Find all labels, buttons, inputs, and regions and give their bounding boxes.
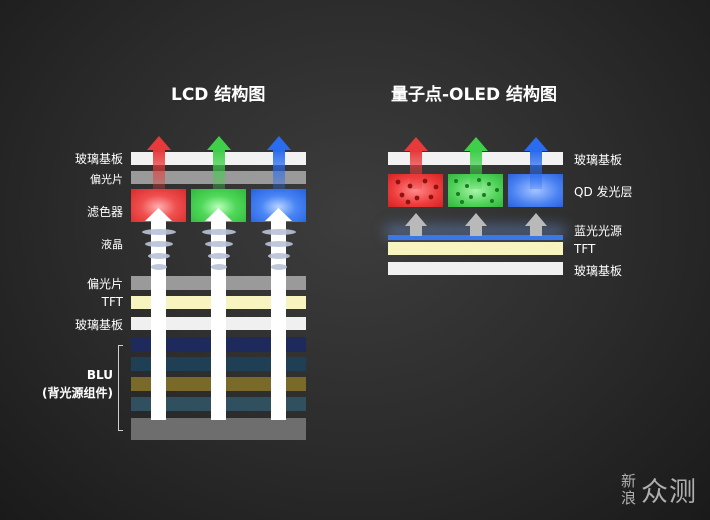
lcd-red-output-arrow — [147, 136, 171, 192]
lcd-label-polarizer-bottom: 偏光片 — [86, 277, 123, 291]
qd-label-glass-bottom: 玻璃基板 — [574, 264, 623, 278]
lcd-label-glass-bottom: 玻璃基板 — [74, 318, 123, 332]
qd-label-blue-light: 蓝光光源 — [574, 224, 623, 238]
lcd-label-polarizer-top: 偏光片 — [90, 173, 123, 186]
qd-glass-bottom-layer — [388, 262, 563, 275]
qd-tft-layer — [388, 242, 563, 255]
qd-oled-title: 量子点-OLED 结构图 — [391, 85, 557, 105]
lcd-title: LCD 结构图 — [171, 85, 266, 105]
qd-gray-arrow-left — [405, 213, 427, 236]
qd-green-dots — [454, 178, 499, 204]
qd-blue-output-arrow — [524, 137, 548, 189]
qd-green-output-arrow — [464, 137, 488, 189]
lcd-green-output-arrow — [207, 136, 231, 192]
lcd-blue-output-arrow — [267, 136, 291, 192]
blu-base-layer — [131, 418, 306, 440]
lcd-white-arrow-right — [265, 208, 292, 420]
qd-blue-light-layer — [388, 235, 563, 240]
lcd-label-color-filter: 滤色器 — [86, 205, 123, 219]
lcd-label-glass-top: 玻璃基板 — [74, 152, 123, 166]
lcd-label-liquid-crystal: 液晶 — [101, 238, 123, 251]
lcd-label-blu-sub: (背光源组件) — [42, 386, 113, 400]
sina-watermark: 新 浪 众测 — [620, 470, 697, 509]
blu-bracket — [118, 345, 123, 431]
qd-label-glass-top: 玻璃基板 — [574, 153, 623, 167]
liquid-crystal-molecules — [142, 229, 296, 270]
watermark-bottom-char: 浪 — [620, 488, 636, 507]
watermark-stack: 新 浪 — [620, 471, 637, 507]
lcd-label-tft: TFT — [101, 295, 123, 309]
qd-red-dots — [395, 178, 439, 205]
watermark-text: 众测 — [641, 477, 697, 508]
qd-red-output-arrow — [404, 137, 428, 189]
qd-gray-arrow-middle — [465, 213, 487, 236]
watermark-top-char: 新 — [620, 471, 636, 490]
qd-gray-arrow-right — [525, 213, 547, 236]
qd-label-tft: TFT — [574, 242, 596, 256]
qd-label-qd-layer: QD 发光层 — [574, 185, 633, 199]
lcd-white-arrow-middle — [205, 208, 232, 420]
lcd-white-arrow-left — [145, 208, 172, 420]
lcd-label-blu: BLU — [86, 368, 113, 382]
